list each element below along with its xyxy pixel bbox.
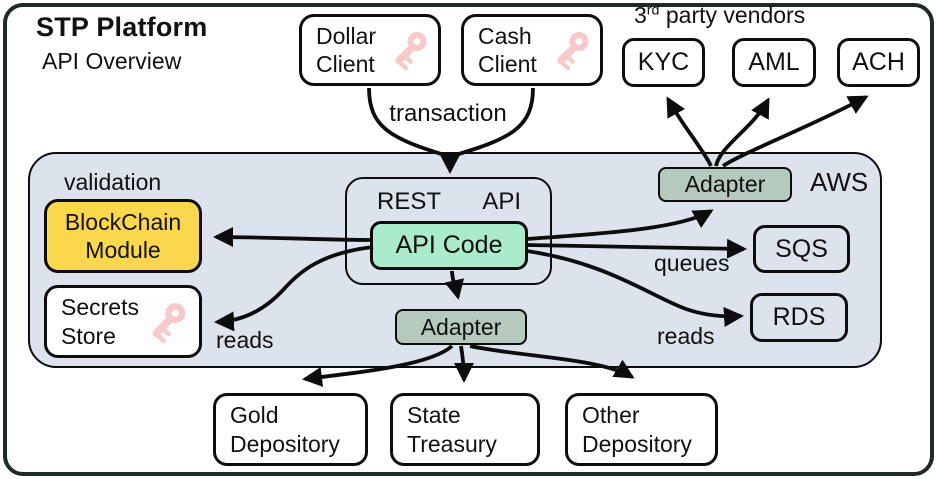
aws-region-label: AWS [810,167,869,197]
node-label: Other Depository [582,402,692,457]
node-label: Gold Depository [230,402,340,457]
key-icon [145,298,191,345]
page-subtitle: API Overview [42,48,182,74]
rest-label: REST [377,188,442,215]
key-icon [550,28,594,72]
rest-api-header: REST API [377,188,521,216]
node-label: Secrets Store [61,294,139,349]
node-label: ACH [852,48,905,77]
node-aml: AML [732,38,816,87]
node-secrets-store: Secrets Store [44,285,202,358]
key-icon [388,28,432,72]
edge-label-queues: queues [654,250,730,276]
node-label: KYC [637,48,690,77]
node-label: Adapter [420,313,502,340]
validation-label: validation [64,169,162,195]
page-title: STP Platform [36,12,208,42]
node-sqs: SQS [753,225,850,273]
node-gold-depository: Gold Depository [213,393,368,466]
api-label: API [482,188,521,215]
node-label: State Treasury [407,402,497,457]
node-blockchain-module: BlockChain Module [44,199,202,273]
node-adapter-vendors: Adapter [658,167,792,202]
node-ach: ACH [837,38,920,87]
vendors-heading-base: 3 [634,2,647,28]
vendors-heading-rest: party vendors [659,2,806,28]
vendors-heading-sup: rd [646,2,660,19]
node-label: API Code [395,231,503,260]
vendors-heading: 3rd party vendors [634,2,805,29]
edge-label-transaction: transaction [389,100,507,127]
node-label: AML [748,48,800,77]
node-label: Cash Client [478,22,537,77]
node-label: RDS [772,303,826,332]
edge-label-reads-rds: reads [657,323,715,349]
node-other-depository: Other Depository [565,393,718,466]
node-label: SQS [775,234,828,263]
node-api-code: API Code [370,221,528,270]
node-label: Dollar Client [316,22,377,77]
node-cash-client: Cash Client [461,14,603,86]
edge-label-reads-secrets: reads [216,327,274,353]
node-adapter-depository: Adapter [395,309,527,345]
node-state-treasury: State Treasury [390,393,540,466]
node-kyc: KYC [622,38,705,87]
node-rds: RDS [750,293,848,342]
node-dollar-client: Dollar Client [299,14,441,86]
node-label: BlockChain Module [64,208,182,263]
node-label: Adapter [684,171,766,198]
